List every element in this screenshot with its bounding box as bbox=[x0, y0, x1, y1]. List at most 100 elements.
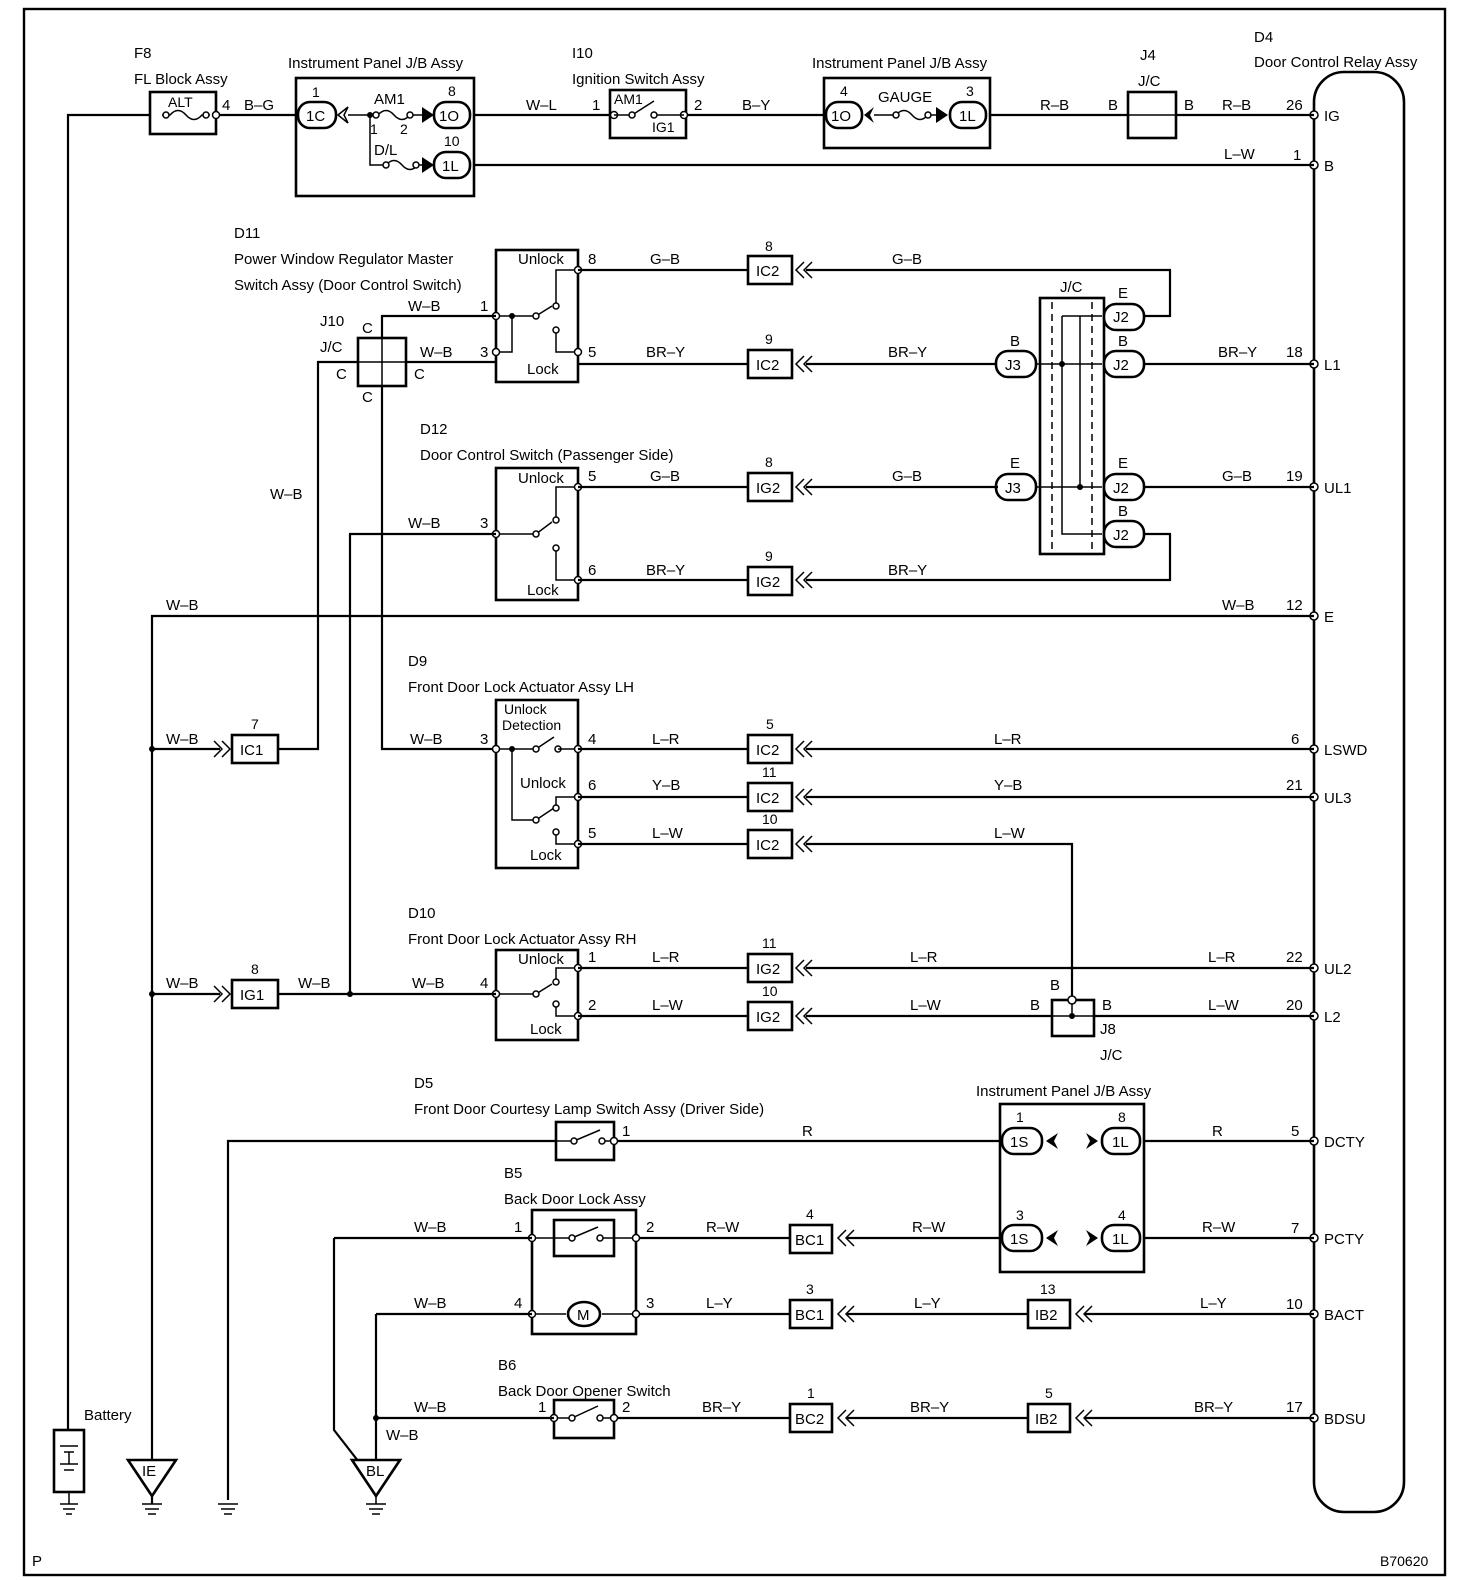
d5-ref: D5 bbox=[414, 1075, 433, 1092]
conn-ig2-11-label: IG2 bbox=[756, 961, 780, 978]
conn-ic2-10-pin: 10 bbox=[762, 811, 778, 827]
jb2-p1: 4 bbox=[840, 83, 848, 99]
wire-label-bry-d12: BR–Y bbox=[646, 562, 685, 579]
jb3-conn-1s-top bbox=[1000, 1126, 1044, 1156]
conn-ig2-9 bbox=[746, 565, 794, 597]
b5-lock-box bbox=[530, 1208, 638, 1336]
d4-pin-19: 19 bbox=[1286, 468, 1303, 485]
conn-bc1-3-label: BC1 bbox=[795, 1307, 824, 1324]
jc-j2-l1-b: B bbox=[1118, 333, 1128, 350]
conn-ig2-10-pin: 10 bbox=[762, 983, 778, 999]
d4-term-lswd: LSWD bbox=[1324, 742, 1368, 759]
wire-label-wb-b6: W–B bbox=[414, 1399, 447, 1416]
wire-label-gb-jc-top: G–B bbox=[892, 251, 922, 268]
conn-ib2-5 bbox=[1026, 1402, 1072, 1434]
jb1-c1: 1C bbox=[306, 108, 325, 125]
d4-term-ul2: UL2 bbox=[1324, 961, 1352, 978]
d10-p1: 1 bbox=[588, 949, 596, 966]
wire-label-ly-b5: L–Y bbox=[706, 1295, 733, 1312]
d4-pin-5: 5 bbox=[1291, 1123, 1299, 1140]
b6-p2: 2 bbox=[622, 1399, 630, 1416]
jb3-p1: 1 bbox=[1016, 1109, 1024, 1125]
ig1-chevrons bbox=[213, 985, 232, 1003]
fuse-am1-label: AM1 bbox=[374, 91, 405, 108]
j10-name: J/C bbox=[320, 339, 343, 356]
wire-label-lw-d9: L–W bbox=[652, 825, 684, 842]
conn-ic2-9-label: IC2 bbox=[756, 357, 779, 374]
d12-name: Door Control Switch (Passenger Side) bbox=[420, 447, 673, 464]
b5-p4: 4 bbox=[514, 1295, 522, 1312]
jb1-p3: 10 bbox=[444, 133, 460, 149]
ground-bl-label: BL bbox=[366, 1463, 384, 1480]
d9-det1: Unlock bbox=[504, 701, 548, 717]
jb3-arrow-r2 bbox=[1086, 1230, 1098, 1246]
wire-label-gb-jc-ul1: G–B bbox=[892, 468, 922, 485]
jb3-c2-top: 1L bbox=[1112, 1134, 1129, 1151]
jc-j2-ul1-e: E bbox=[1118, 455, 1128, 472]
d11-unlock: Unlock bbox=[518, 251, 564, 268]
jb2-box bbox=[822, 76, 992, 150]
fuse-gauge-icon bbox=[874, 109, 936, 121]
d4-term-b: B bbox=[1324, 158, 1334, 175]
conn-ic2-5-pin: 5 bbox=[766, 716, 774, 732]
conn-bc2-1-label: BC2 bbox=[795, 1411, 824, 1428]
jb3-name: Instrument Panel J/B Assy bbox=[976, 1083, 1152, 1100]
wire-label-bry-l1: BR–Y bbox=[1218, 344, 1257, 361]
diagram-frame bbox=[22, 7, 1447, 1577]
jb1-c3: 1L bbox=[442, 158, 459, 175]
jb1-name: Instrument Panel J/B Assy bbox=[288, 55, 464, 72]
jb2-p2: 3 bbox=[966, 83, 974, 99]
d4-pin-7: 7 bbox=[1291, 1220, 1299, 1237]
jc-mid-name: J/C bbox=[1060, 279, 1083, 296]
ground-d5-icon bbox=[218, 1503, 238, 1515]
d4-pin-6: 6 bbox=[1291, 731, 1299, 748]
d11-switch-contacts bbox=[496, 269, 578, 353]
conn-ig2-11-pin: 11 bbox=[762, 935, 777, 951]
wire-label-bry-to-ib2: BR–Y bbox=[910, 1399, 949, 1416]
d10-p4: 4 bbox=[480, 975, 488, 992]
d4-pin-18: 18 bbox=[1286, 344, 1303, 361]
conn-ig1-8-pin: 8 bbox=[251, 961, 259, 977]
conn-ig2-8-label: IG2 bbox=[756, 480, 780, 497]
i10-sw2: IG1 bbox=[652, 119, 675, 135]
d11-line2: Switch Assy (Door Control Switch) bbox=[234, 277, 462, 294]
wire-label-lw-to-j8: L–W bbox=[994, 825, 1026, 842]
wire-label-r-dcty: R bbox=[1212, 1123, 1223, 1140]
jb1-box bbox=[294, 76, 476, 198]
j8-b-right: B bbox=[1102, 997, 1112, 1014]
wire-label-wb-b5-1: W–B bbox=[414, 1219, 447, 1236]
ic1-chevrons bbox=[213, 740, 232, 758]
j4-ref: J4 bbox=[1140, 47, 1156, 64]
d4-term-bact: BACT bbox=[1324, 1307, 1364, 1324]
d12-p5: 5 bbox=[588, 468, 596, 485]
wire-wb-j10-left bbox=[278, 360, 358, 751]
jb3-conn-1l-bottom bbox=[1100, 1223, 1142, 1253]
wire-gb-jc-top bbox=[806, 268, 1172, 318]
jb1-c2: 1O bbox=[439, 108, 459, 125]
d4-pin-10: 10 bbox=[1286, 1296, 1303, 1313]
wire-label-lw-top: L–W bbox=[1224, 146, 1256, 163]
figure-code: B70620 bbox=[1380, 1553, 1428, 1569]
wire-label-r-d5: R bbox=[802, 1123, 813, 1140]
conn-ig2-9-label: IG2 bbox=[756, 574, 780, 591]
d11-lock: Lock bbox=[527, 361, 559, 378]
jb2-conn-1o bbox=[824, 100, 864, 130]
conn-ib2-13-label: IB2 bbox=[1035, 1307, 1058, 1324]
j10-c-left: C bbox=[336, 366, 347, 383]
conn-ig2-8-pin: 8 bbox=[765, 454, 773, 470]
d9-p3: 3 bbox=[480, 731, 488, 748]
j10-c-bottom: C bbox=[362, 389, 373, 406]
conn-ic2-8-label: IC2 bbox=[756, 263, 779, 280]
wire-label-ly-bact: L–Y bbox=[1200, 1295, 1227, 1312]
jb2-c1: 1O bbox=[831, 108, 851, 125]
door-control-relay-body bbox=[1312, 70, 1406, 1514]
f8-name: FL Block Assy bbox=[134, 71, 228, 88]
b5-name: Back Door Lock Assy bbox=[504, 1191, 646, 1208]
f8-ref: F8 bbox=[134, 45, 152, 62]
conn-bc1-3 bbox=[788, 1298, 834, 1330]
conn-bc1-3-pin: 3 bbox=[806, 1281, 814, 1297]
d4-pin-26: 26 bbox=[1286, 97, 1303, 114]
ground-ie-label: IE bbox=[142, 1463, 156, 1480]
d4-term-ul3: UL3 bbox=[1324, 790, 1352, 807]
jb3-arrow-l2 bbox=[1046, 1230, 1058, 1246]
